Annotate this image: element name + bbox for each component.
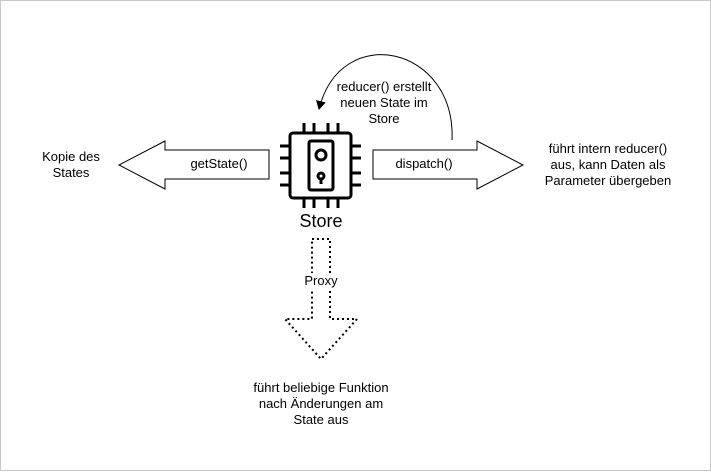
reducer-label-line-3: Store	[368, 111, 400, 126]
dispatch-description-line-2: aus, kann Daten als	[550, 157, 666, 172]
proxy-result: führt beliebige Funktion nach Änderungen…	[226, 380, 416, 428]
dispatch-label: dispatch()	[395, 156, 453, 171]
dispatch-description-line-1: führt intern reducer()	[548, 141, 668, 156]
getstate-result: Kopie des States	[26, 149, 116, 181]
reducer-loop-arrow	[316, 54, 453, 141]
dispatch-description-line-3: Parameter übergeben	[544, 173, 672, 188]
proxy-result-line-2: nach Änderungen am	[258, 396, 384, 411]
reducer-label: reducer() erstellt neuen State im Store	[324, 79, 444, 127]
proxy-result-line-3: State aus	[293, 412, 349, 427]
getstate-label: getState()	[190, 156, 248, 171]
proxy-arrow	[282, 238, 360, 361]
proxy-result-line-1: führt beliebige Funktion	[253, 380, 389, 395]
dispatch-arrow	[372, 140, 525, 190]
reducer-label-line-2: neuen State im	[340, 95, 428, 110]
reducer-label-line-1: reducer() erstellt	[336, 79, 432, 94]
getstate-arrow	[117, 140, 270, 190]
chip-icon	[280, 123, 361, 208]
getstate-result-line-1: Kopie des	[42, 149, 100, 164]
store-title: Store	[299, 211, 343, 231]
dispatch-description: führt intern reducer() aus, kann Daten a…	[528, 141, 688, 189]
proxy-label: Proxy	[291, 273, 351, 289]
getstate-result-line-2: States	[52, 165, 90, 180]
